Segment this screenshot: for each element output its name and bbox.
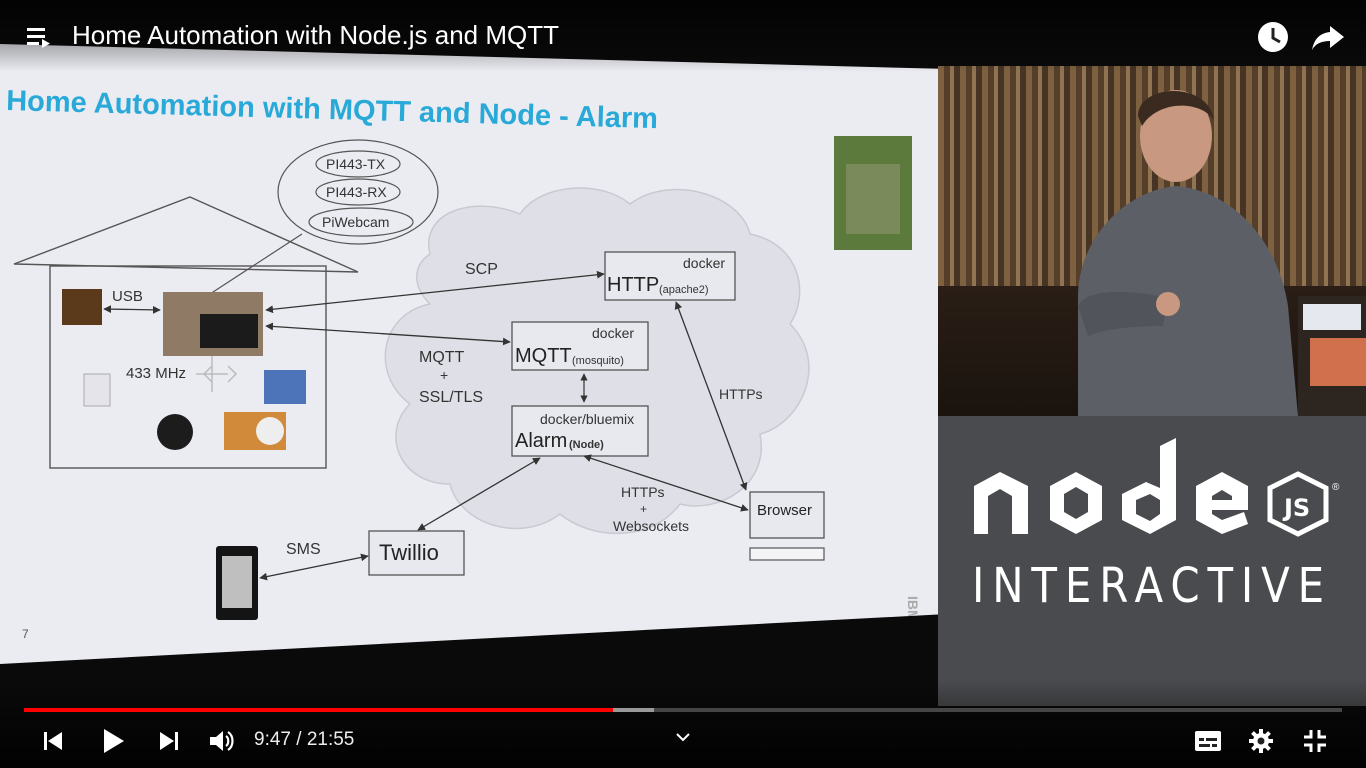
label-mosquito: (mosquito) — [572, 355, 624, 367]
current-time: 9:47 — [254, 729, 291, 750]
speaker-figure — [1078, 90, 1366, 416]
sensor-image-2 — [264, 370, 306, 404]
duration: 21:55 — [306, 729, 355, 750]
arrow-browser-alarm — [583, 454, 749, 512]
node-interactive-logo: JS ® node INTERACTIVE — [972, 438, 1340, 614]
subtitles-icon[interactable] — [1194, 729, 1222, 753]
label-pi-webcam: PiWebcam — [322, 214, 389, 230]
label-mqtt: MQTT — [419, 349, 465, 366]
label-docker-http: docker — [683, 255, 725, 271]
label-ssl-tls: SSL/TLS — [419, 389, 483, 406]
move-arrows-graphic — [196, 356, 238, 392]
label-https-alarm: HTTPs — [621, 484, 665, 500]
time-display: 9:47 / 21:55 — [254, 729, 354, 751]
settings-gear-icon[interactable] — [1248, 728, 1274, 754]
ibm-mark: IBM — [905, 596, 921, 622]
chevron-down-icon[interactable] — [674, 730, 692, 744]
slide-diagram: Home Automation with MQTT and Node - Ala… — [6, 85, 921, 641]
label-sms: SMS — [286, 541, 321, 558]
label-alarm: Alarm — [515, 430, 567, 452]
label-docker-bluemix: docker/bluemix — [540, 411, 634, 427]
label-browser: Browser — [757, 502, 812, 519]
label-websockets: Websockets — [613, 518, 689, 534]
label-plus-1: + — [440, 367, 448, 383]
arrow-mqtt — [265, 322, 511, 346]
label-https-browser-http: HTTPs — [719, 386, 763, 402]
browser-box — [749, 491, 825, 539]
arrow-scp — [265, 270, 605, 314]
exit-fullscreen-icon[interactable] — [1302, 728, 1328, 754]
label-docker-mqtt: docker — [592, 325, 634, 341]
speaker-camera-view — [938, 66, 1366, 416]
player-top-bar: Home Automation with Node.js and MQTT — [0, 0, 1366, 72]
node-wordmark — [974, 438, 1329, 537]
label-plus-2: + — [640, 502, 647, 516]
siren-image — [157, 414, 193, 450]
label-twillio: Twillio — [379, 540, 439, 565]
playlist-icon[interactable] — [26, 24, 52, 50]
slide-heading: Home Automation with MQTT and Node - Ala… — [6, 85, 659, 135]
progress-played — [24, 708, 614, 712]
slide-page-number: 7 — [22, 627, 29, 641]
arrow-sms — [259, 553, 369, 581]
label-node: (Node) — [569, 439, 604, 451]
node-interactive-logo-panel: JS ® node INTERACTIVE — [938, 416, 1366, 706]
label-apache: (apache2) — [659, 284, 709, 296]
presentation-slide: Home Automation with MQTT and Node - Ala… — [0, 44, 940, 664]
watch-later-icon[interactable] — [1256, 20, 1290, 54]
previous-icon[interactable] — [42, 730, 64, 752]
interactive-tagline: INTERACTIVE — [972, 558, 1332, 614]
sensor-image-1 — [83, 373, 111, 407]
label-pi-rx: PI443-RX — [326, 184, 387, 200]
twillio-box — [368, 530, 465, 576]
label-scp: SCP — [465, 261, 498, 278]
usb-camera-image — [62, 289, 102, 325]
arrow-twillio-alarm — [417, 457, 541, 531]
volume-icon[interactable] — [208, 728, 236, 754]
label-pi-tx: PI443-TX — [326, 156, 386, 172]
video-title[interactable]: Home Automation with Node.js and MQTT — [72, 20, 559, 50]
label-http: HTTP — [607, 274, 659, 296]
progress-bar[interactable] — [24, 708, 1342, 712]
play-icon[interactable] — [100, 728, 126, 754]
time-separator: / — [290, 729, 307, 750]
mqtt-box — [511, 321, 649, 371]
house-body — [49, 265, 327, 469]
http-box — [604, 251, 736, 301]
pi-devices-group — [277, 139, 439, 245]
house-roof — [13, 196, 359, 273]
label-usb: USB — [112, 288, 143, 305]
node-registered-mark: ® — [1332, 482, 1340, 493]
node-js-label: JS — [1282, 494, 1310, 522]
label-433mhz: 433 MHz — [126, 365, 186, 382]
next-icon[interactable] — [158, 730, 180, 752]
player-controls-bar — [0, 680, 1366, 768]
share-icon[interactable] — [1310, 20, 1346, 54]
label-mqtt-box: MQTT — [515, 345, 572, 367]
alarm-box — [511, 405, 649, 457]
